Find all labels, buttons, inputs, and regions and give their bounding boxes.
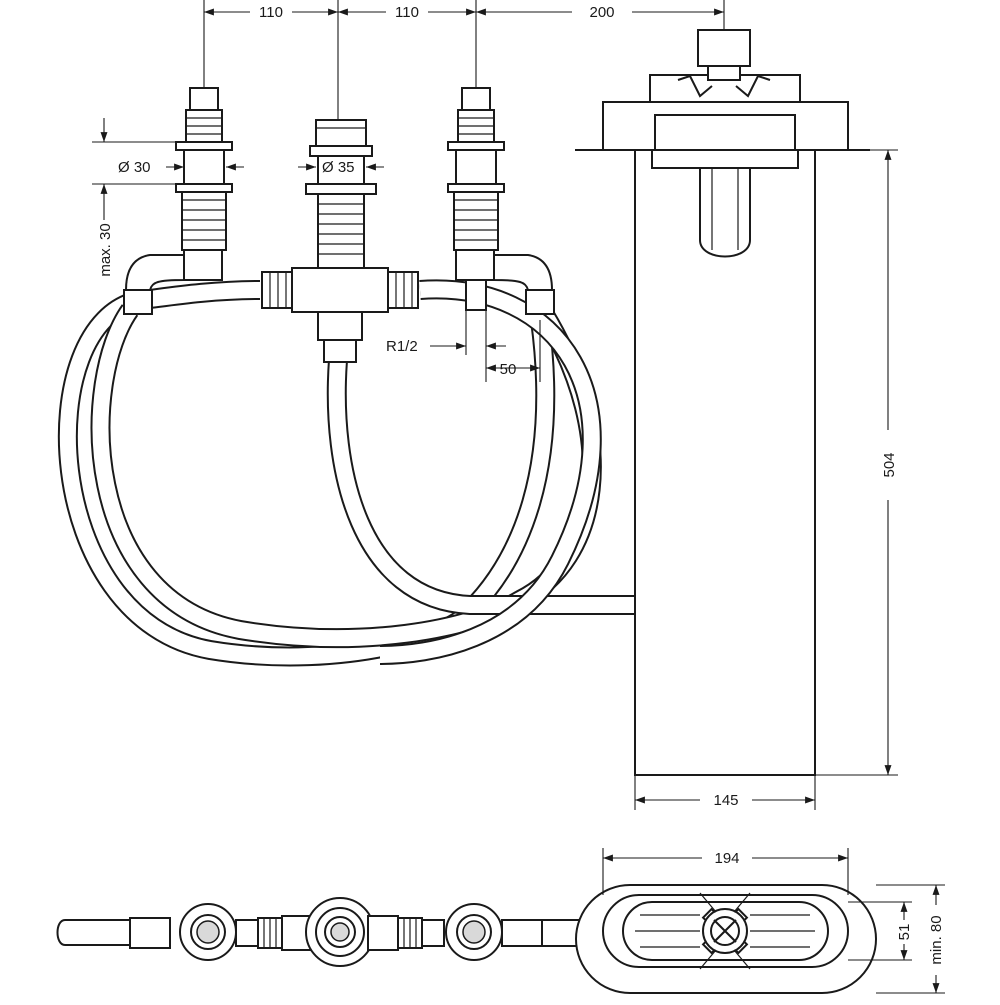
dim-thread: R1/2 xyxy=(386,338,418,355)
plan-view xyxy=(56,884,877,994)
dim-bottom-width: 194 xyxy=(714,850,739,867)
hose-loops xyxy=(57,279,635,667)
dim-top-mid: 110 xyxy=(395,4,419,21)
dim-width: 145 xyxy=(713,792,738,809)
dim-max-thickness: max. 30 xyxy=(97,223,114,276)
dim-height: 504 xyxy=(881,452,898,477)
dim-offset: 50 xyxy=(500,361,517,378)
right-valve xyxy=(447,87,555,315)
center-valve xyxy=(261,119,419,363)
dimension-lines xyxy=(92,0,945,994)
left-valve xyxy=(123,87,233,315)
dim-dia-mid: Ø 35 xyxy=(322,159,355,176)
spout-box xyxy=(575,29,870,776)
dim-depth-min: min. 80 xyxy=(928,915,945,964)
dim-depth-inner: 51 xyxy=(896,924,913,941)
dim-top-right: 200 xyxy=(589,4,614,21)
dim-top-left: 110 xyxy=(259,4,283,21)
dimension-labels: 110 110 200 Ø 30 Ø 35 max. 30 R1/2 50 50… xyxy=(97,4,945,965)
dim-dia-left: Ø 30 xyxy=(118,159,151,176)
